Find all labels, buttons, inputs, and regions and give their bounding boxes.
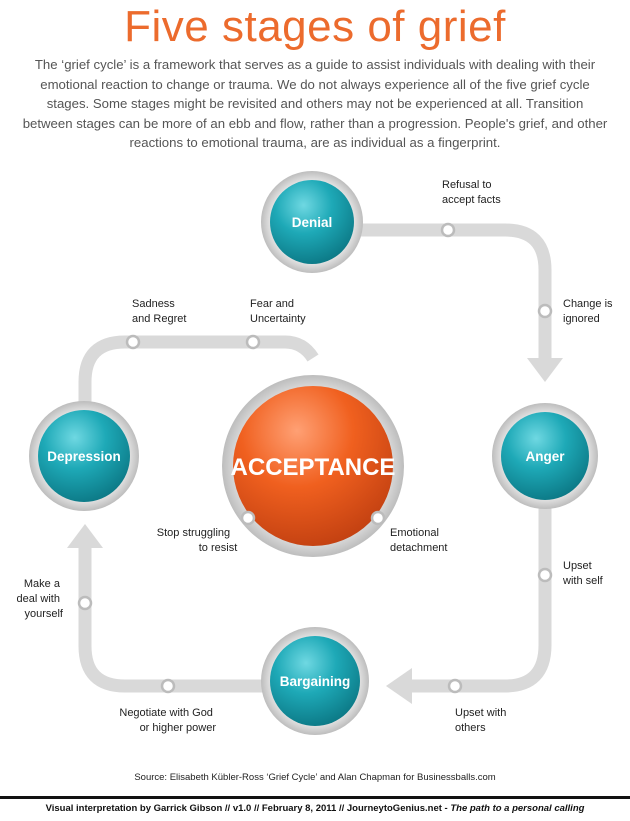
node-emotional-detachment: [370, 510, 386, 526]
node-upset-others: [447, 678, 463, 694]
grief-cycle-diagram: Denial Anger Bargaining Depression ACCEP…: [17, 171, 616, 735]
stage-label-acceptance: ACCEPTANCE: [231, 454, 396, 481]
path-depression-to-acceptance: [78, 335, 319, 405]
node-sadness: [125, 334, 141, 350]
label-emotional-detachment: Emotional detachment: [390, 527, 447, 554]
stage-anger: Anger: [492, 403, 598, 509]
stage-acceptance: ACCEPTANCE: [222, 375, 404, 557]
stage-label-anger: Anger: [525, 449, 565, 464]
credit-main: Visual interpretation by Garrick Gibson …: [45, 803, 451, 814]
label-change-ignored: Change is ignored: [563, 298, 616, 325]
source-citation: Source: Elisabeth Kübler-Ross ‘Grief Cyc…: [134, 772, 496, 783]
page-title: Five stages of grief: [124, 2, 506, 51]
label-sadness: Sadness and Regret: [132, 298, 186, 325]
stage-depression: Depression: [29, 401, 139, 511]
node-upset-self: [537, 567, 553, 583]
node-negotiate: [160, 678, 176, 694]
label-refusal: Refusal to accept facts: [442, 179, 501, 206]
label-negotiate: Negotiate with God or higher power: [119, 707, 216, 734]
label-make-deal: Make a deal with yourself: [17, 578, 64, 620]
stage-label-denial: Denial: [292, 215, 333, 230]
node-fear: [245, 334, 261, 350]
stage-bargaining: Bargaining: [261, 627, 369, 735]
arrow-left-icon: [386, 668, 412, 704]
stage-label-bargaining: Bargaining: [280, 674, 351, 689]
node-stop-struggling: [240, 510, 256, 526]
path-nodes: [77, 222, 553, 694]
cycle-path: [78, 223, 552, 693]
label-stop-struggling: Stop struggling to resist: [157, 527, 237, 554]
path-denial-to-anger: [340, 223, 552, 365]
path-bargaining-to-depression: [78, 545, 265, 693]
credit-tagline: The path to a personal calling: [450, 803, 585, 814]
credit-line: Visual interpretation by Garrick Gibson …: [0, 803, 630, 814]
stage-denial: Denial: [261, 171, 363, 273]
label-fear: Fear and Uncertainty: [250, 298, 306, 325]
label-upset-self: Upset with self: [562, 560, 604, 587]
footer-divider: [0, 796, 630, 799]
stage-label-depression: Depression: [47, 449, 121, 464]
arrow-up-icon: [67, 524, 103, 548]
label-upset-others: Upset with others: [455, 707, 509, 734]
path-anger-to-bargaining: [410, 505, 552, 693]
node-make-deal: [77, 595, 93, 611]
node-change-ignored: [537, 303, 553, 319]
node-refusal: [440, 222, 456, 238]
arrow-down-icon: [527, 358, 563, 382]
intro-paragraph: The ‘grief cycle’ is a framework that se…: [22, 57, 608, 150]
